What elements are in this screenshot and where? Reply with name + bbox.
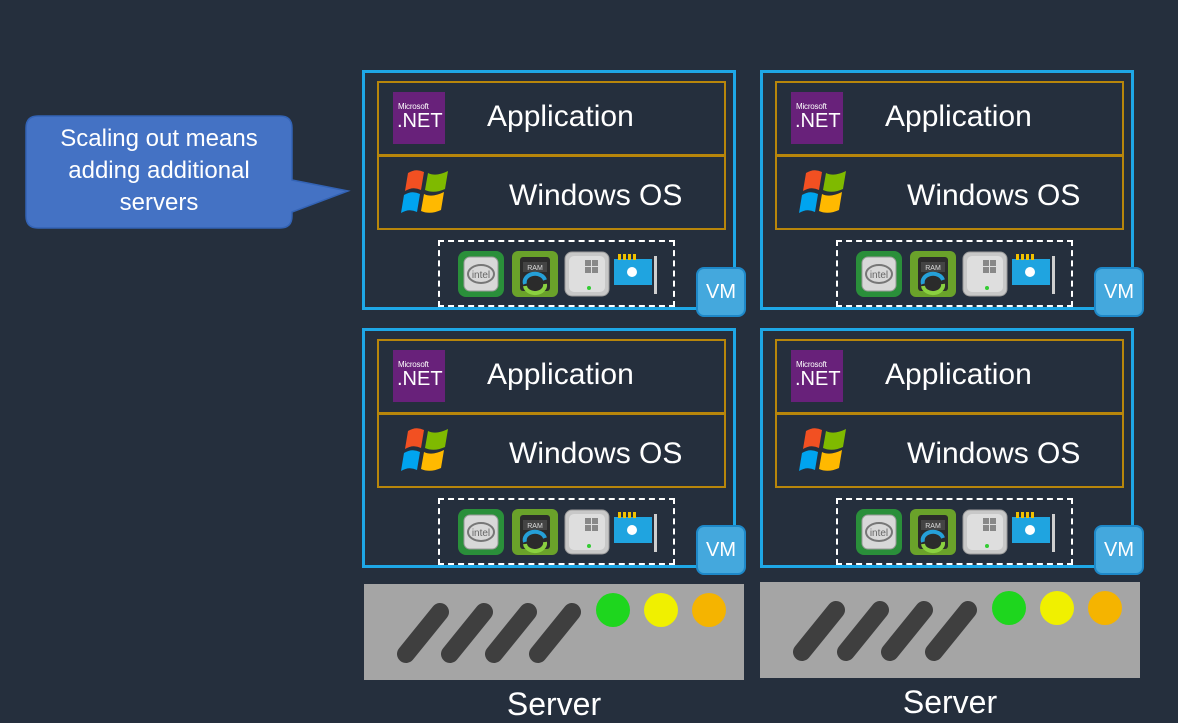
windows-os-label: Windows OS	[509, 179, 683, 212]
network-card-icon	[614, 254, 657, 294]
windows-logo-icon	[799, 428, 846, 471]
callout: Scaling out means adding additional serv…	[0, 0, 360, 240]
server-chassis-left	[364, 584, 744, 680]
vm-badge: VM	[1094, 525, 1144, 575]
application-label: Application	[885, 358, 1032, 391]
windows-os-label: Windows OS	[907, 437, 1081, 470]
hardware-group: intel RAM	[438, 240, 675, 307]
hardware-group: intel RAM	[836, 240, 1073, 307]
windows-os-label: Windows OS	[907, 179, 1081, 212]
dotnet-logo-icon: Microsoft .NET	[393, 92, 445, 144]
application-label: Application	[487, 358, 634, 391]
cpu-text: intel	[472, 528, 490, 539]
cpu-intel-icon: intel	[458, 251, 504, 297]
disk-icon	[962, 251, 1008, 297]
dotnet-logo-small-text: Microsoft	[398, 360, 429, 369]
dotnet-logo-big-text: .NET	[397, 110, 443, 132]
dotnet-logo-big-text: .NET	[795, 110, 841, 132]
ram-icon: RAM	[512, 509, 558, 555]
callout-shape	[25, 115, 351, 229]
ram-text: RAM	[925, 265, 941, 272]
status-light-green	[596, 593, 630, 627]
network-card-icon	[1012, 512, 1055, 552]
vm-box-bottom-left: Microsoft .NET Application Windows OS in…	[362, 328, 746, 575]
windows-logo-icon	[401, 428, 448, 471]
application-label: Application	[487, 100, 634, 133]
server-chassis-graphic	[397, 593, 726, 663]
callout-text: Scaling out means adding additional serv…	[60, 125, 258, 216]
server-chassis-graphic	[793, 591, 1122, 661]
os-layer: Windows OS	[377, 155, 726, 230]
hardware-group: intel RAM	[438, 498, 675, 565]
cpu-intel-icon: intel	[856, 251, 902, 297]
network-card-icon	[614, 512, 657, 552]
vm-badge: VM	[1094, 267, 1144, 317]
application-layer: Microsoft .NET Application	[377, 339, 726, 414]
ram-text: RAM	[925, 523, 941, 530]
dotnet-logo-big-text: .NET	[397, 368, 443, 390]
vm-box-top-left: Microsoft .NET Application Windows OS in…	[362, 70, 746, 317]
status-light-yellow	[1040, 591, 1074, 625]
cpu-text: intel	[870, 270, 888, 281]
os-layer: Windows OS	[775, 155, 1124, 230]
ram-text: RAM	[527, 265, 543, 272]
dotnet-logo-small-text: Microsoft	[796, 102, 827, 111]
cpu-text: intel	[472, 270, 490, 281]
ram-icon: RAM	[910, 509, 956, 555]
disk-icon	[564, 251, 610, 297]
server-label: Server	[902, 684, 998, 720]
status-light-green	[992, 591, 1026, 625]
ram-text: RAM	[527, 523, 543, 530]
network-card-icon	[1012, 254, 1055, 294]
application-layer: Microsoft .NET Application	[775, 81, 1124, 156]
os-layer: Windows OS	[775, 413, 1124, 488]
windows-os-label: Windows OS	[509, 437, 683, 470]
application-label: Application	[885, 100, 1032, 133]
cpu-text: intel	[870, 528, 888, 539]
vm-box-top-right: Microsoft .NET Application Windows OS in…	[760, 70, 1144, 317]
status-light-orange	[692, 593, 726, 627]
dotnet-logo-big-text: .NET	[795, 368, 841, 390]
dotnet-logo-icon: Microsoft .NET	[393, 350, 445, 402]
application-layer: Microsoft .NET Application	[377, 81, 726, 156]
application-layer: Microsoft .NET Application	[775, 339, 1124, 414]
hardware-group: intel RAM	[836, 498, 1073, 565]
disk-icon	[564, 509, 610, 555]
server-chassis-right	[760, 582, 1140, 678]
disk-icon	[962, 509, 1008, 555]
cpu-intel-icon: intel	[458, 509, 504, 555]
os-layer: Windows OS	[377, 413, 726, 488]
server-label: Server	[506, 686, 602, 722]
dotnet-logo-small-text: Microsoft	[796, 360, 827, 369]
windows-logo-icon	[401, 170, 448, 213]
cpu-intel-icon: intel	[856, 509, 902, 555]
ram-icon: RAM	[512, 251, 558, 297]
dotnet-logo-small-text: Microsoft	[398, 102, 429, 111]
vm-badge: VM	[696, 525, 746, 575]
dotnet-logo-icon: Microsoft .NET	[791, 92, 843, 144]
vm-box-bottom-right: Microsoft .NET Application Windows OS in…	[760, 328, 1144, 575]
status-light-orange	[1088, 591, 1122, 625]
status-light-yellow	[644, 593, 678, 627]
dotnet-logo-icon: Microsoft .NET	[791, 350, 843, 402]
vm-badge: VM	[696, 267, 746, 317]
windows-logo-icon	[799, 170, 846, 213]
ram-icon: RAM	[910, 251, 956, 297]
